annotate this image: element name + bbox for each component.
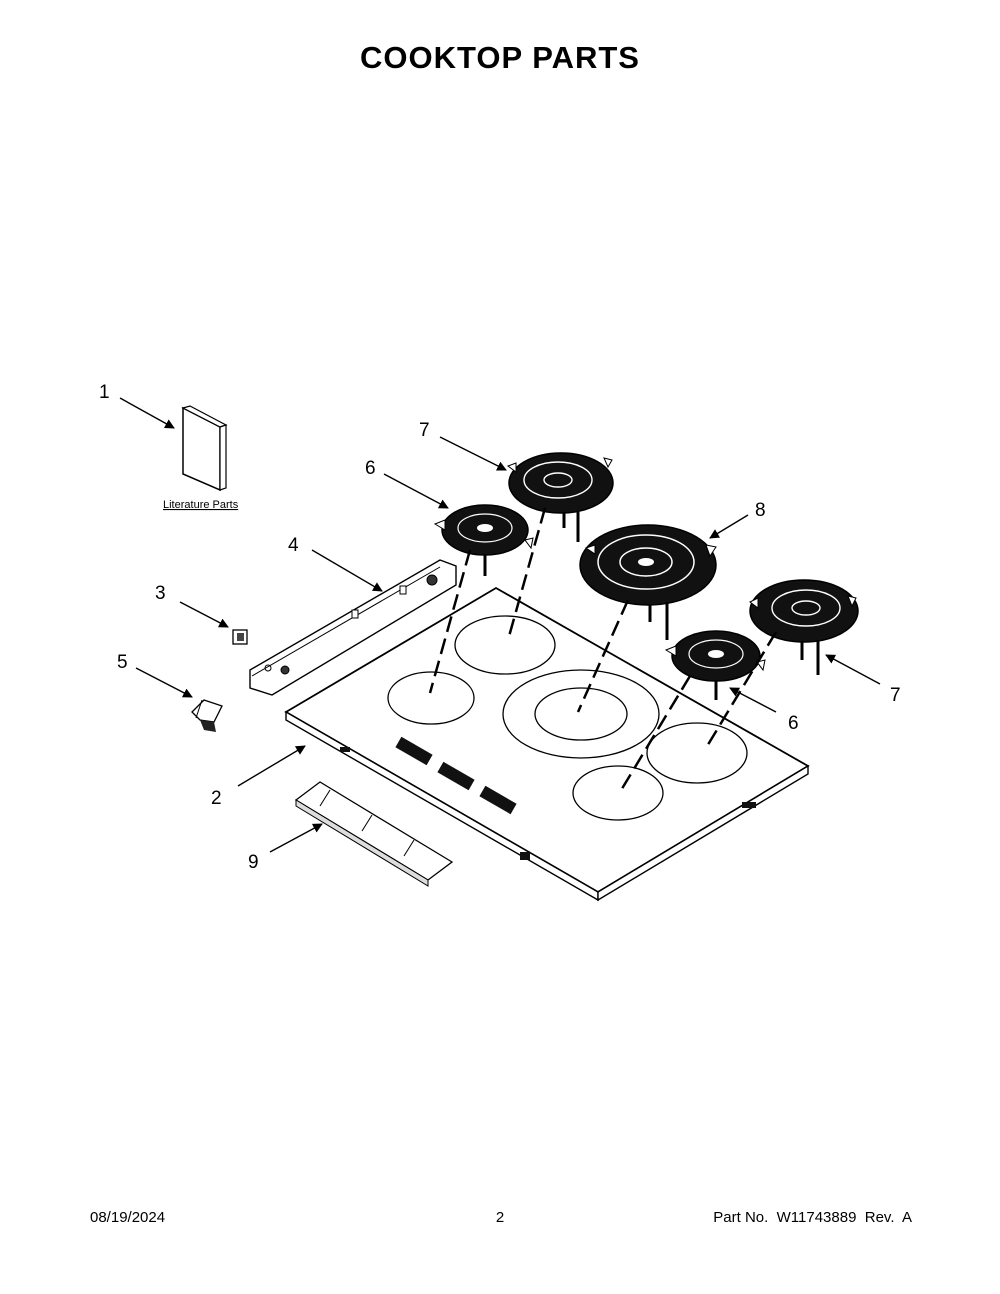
small-surface-element-2: [664, 630, 766, 700]
page-title: COOKTOP PARTS: [360, 40, 640, 75]
cooktop-clip: [232, 629, 248, 645]
footer-date: 08/19/2024: [90, 1209, 166, 1226]
callout-9: 9: [248, 852, 259, 873]
assembly-lines: [428, 507, 778, 793]
callout-6b: 6: [788, 713, 799, 734]
callout-2: 2: [211, 788, 222, 809]
small-surface-element: [433, 504, 534, 576]
callout-7a: 7: [419, 420, 430, 441]
medium-surface-element: [506, 452, 614, 542]
glass-cooktop: [284, 586, 810, 902]
footer-page-number: 2: [495, 1209, 505, 1226]
literature-parts-label: Literature Parts: [163, 499, 239, 511]
callout-arrows: [119, 397, 881, 853]
callout-8: 8: [755, 500, 766, 521]
callout-6a: 6: [365, 458, 376, 479]
callout-3: 3: [155, 583, 166, 604]
callout-1: 1: [99, 382, 110, 403]
footer-part-number: Part No. W11743889 Rev. A: [713, 1209, 912, 1226]
cooktop-bracket: [249, 559, 457, 696]
medium-surface-element-2: [749, 579, 859, 675]
mounting-bracket-clip: [191, 699, 223, 732]
callout-5: 5: [117, 652, 128, 673]
literature-parts-booklet: [181, 405, 228, 492]
callout-4: 4: [288, 535, 299, 556]
callout-7b: 7: [890, 685, 901, 706]
large-surface-element: [579, 524, 717, 640]
control-board: [294, 781, 454, 887]
